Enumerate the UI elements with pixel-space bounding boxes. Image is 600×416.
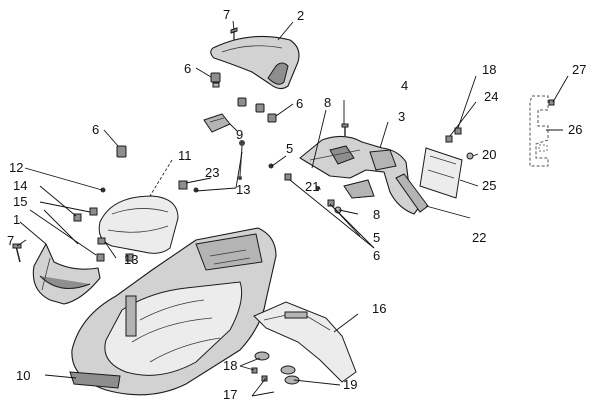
callout-18-lower: 18 [223,358,237,373]
callout-6-upper: 6 [184,61,191,76]
callout-6-lower: 6 [373,248,380,263]
callout-11: 11 [178,148,192,163]
callout-6-center: 6 [296,96,303,111]
part-clip-upper-left [210,72,221,88]
part-light-block [203,113,245,180]
callout-15: 15 [13,194,27,209]
callout-9: 9 [236,127,243,142]
callout-6-left: 6 [92,122,99,137]
callout-24: 24 [484,89,498,104]
callout-14: 14 [13,178,27,193]
callout-27: 27 [572,62,586,77]
part-storage-tub [69,227,277,396]
callout-1: 1 [13,212,20,227]
callout-17: 17 [223,387,237,402]
part-rear-top-cover [210,35,300,90]
callout-13: 13 [124,252,138,267]
part-center-cover [98,195,179,254]
callout-20: 20 [482,147,496,162]
callout-12: 12 [9,160,23,175]
callout-7-left: 7 [7,233,14,248]
callout-22: 22 [472,230,486,245]
callout-8-lower: 8 [373,207,380,222]
leader-lines [16,20,569,397]
callout-3: 3 [398,109,405,124]
part-rod [395,173,429,213]
callout-labels: 7 2 6 6 6 9 11 12 23 13 14 15 1 7 13 10 … [7,7,586,402]
part-plate-screws [445,127,474,160]
callout-19: 19 [343,377,357,392]
part-small-fasteners [73,180,199,262]
callout-23: 23 [205,165,219,180]
callout-25: 25 [482,178,496,193]
part-bottom-fasteners [251,351,300,385]
part-plate-holder [419,147,463,199]
callout-7-top: 7 [223,7,230,22]
callout-16: 16 [372,301,386,316]
part-screw-top [230,27,238,40]
callout-4: 4 [401,78,408,93]
part-front-panel [32,243,101,305]
callout-5-upper: 5 [286,141,293,156]
part-rear-frame [299,135,421,215]
part-bracket-screw [548,99,555,106]
callout-5-lower: 5 [373,230,380,245]
callout-13-upper: 13 [236,182,250,197]
part-clip-center [237,97,277,123]
callout-26: 26 [568,122,582,137]
callout-10: 10 [16,368,30,383]
callout-2: 2 [297,8,304,23]
part-screw-frame [341,123,349,136]
callout-18-upper: 18 [482,62,496,77]
callout-21: 21 [305,179,319,194]
part-clip-left [116,145,127,158]
part-bottom-cover [253,301,357,383]
part-bracket [529,95,549,167]
callout-8-top: 8 [324,95,331,110]
